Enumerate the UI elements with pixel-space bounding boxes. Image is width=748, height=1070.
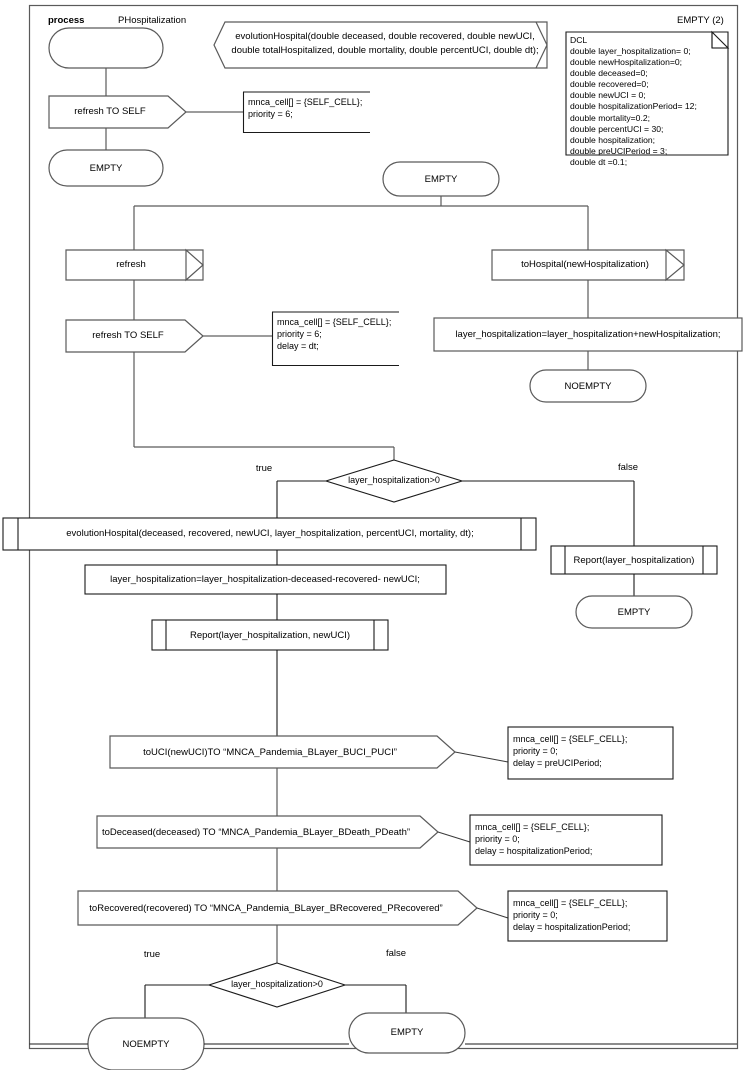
branch-label-mid-true: true	[255, 463, 273, 474]
state-empty-start-shape	[48, 149, 164, 187]
signal-refresh-to-self-mid-label: refresh TO SELF	[92, 330, 164, 341]
signal-refresh-input-shape	[65, 249, 204, 281]
state-noempty-hospital-label: NOEMPTY	[564, 381, 612, 392]
state-noempty-bottom-label: NOEMPTY	[122, 1039, 170, 1050]
task-subtract-shape	[84, 564, 447, 595]
note-mid-shape	[271, 311, 399, 367]
procedure-signature-shape	[213, 21, 548, 69]
state-empty-main-label: EMPTY	[424, 174, 458, 185]
frame-label-process: process	[48, 15, 85, 26]
branch-label-bottom-false: false	[385, 948, 407, 959]
signal-refresh-to-self-top-shape	[48, 95, 187, 129]
decision-bottom-label: layer_hospitalization>0	[231, 979, 323, 989]
note-deceased-text: mnca_cell[] = {SELF_CELL}; priority = 0;…	[475, 822, 593, 856]
top-right-state-label: EMPTY (2)	[677, 15, 724, 26]
signal-refresh-input-notch	[185, 248, 204, 282]
signal-to-uci-shape	[109, 735, 456, 769]
note-uci-text: mnca_cell[] = {SELF_CELL}; priority = 0;…	[513, 734, 628, 768]
note-uci-shape	[507, 726, 674, 780]
task-add-hospitalization-label: layer_hospitalization=layer_hospitalizat…	[455, 329, 721, 340]
procedure-report-one-shape	[550, 545, 718, 575]
signal-to-hospital-notch	[665, 248, 685, 282]
note-top-text: mnca_cell[] = {SELF_CELL}; priority = 6;	[248, 97, 363, 119]
note-top-shape	[242, 91, 370, 134]
signal-refresh-input-label: refresh	[116, 259, 146, 270]
decision-mid-shape	[324, 459, 464, 503]
task-add-hospitalization-shape	[433, 317, 743, 352]
signal-to-hospital-shape	[491, 249, 685, 281]
state-empty-bottom-shape	[348, 1012, 466, 1054]
procedure-report-two-shape	[151, 619, 389, 651]
note-recovered-text: mnca_cell[] = {SELF_CELL}; priority = 0;…	[513, 898, 631, 932]
branch-label-mid-false: false	[617, 462, 639, 473]
note-recovered-shape	[507, 890, 668, 942]
decision-mid-label: layer_hospitalization>0	[348, 475, 440, 485]
state-start-shape	[48, 27, 164, 69]
branch-label-bottom-true: true	[143, 949, 161, 960]
signal-to-recovered-label: toRecovered(recovered) TO “MNCA_Pandemia…	[89, 903, 443, 914]
procedure-report-two-label: Report(layer_hospitalization, newUCI)	[190, 630, 350, 641]
procedure-signature-line1: evolutionHospital(double deceased, doubl…	[235, 31, 535, 42]
state-noempty-hospital-shape	[529, 369, 647, 403]
signal-refresh-to-self-top-label: refresh TO SELF	[74, 106, 146, 117]
declaration-title: DCL	[570, 35, 588, 45]
note-deceased-shape	[469, 814, 663, 866]
note-mid-text: mnca_cell[] = {SELF_CELL}; priority = 6;…	[277, 317, 392, 351]
procedure-evolution-call-label: evolutionHospital(deceased, recovered, n…	[66, 528, 474, 539]
state-empty-start-label: EMPTY	[89, 163, 123, 174]
procedure-report-one-label: Report(layer_hospitalization)	[573, 555, 695, 566]
signal-to-recovered-shape	[77, 890, 478, 926]
state-empty-bottom-label: EMPTY	[390, 1027, 424, 1038]
signal-to-hospital-label: toHospital(newHospitalization)	[521, 259, 649, 270]
state-empty-report-shape	[575, 595, 693, 629]
signal-to-deceased-label: toDeceased(deceased) TO “MNCA_Pandemia_B…	[101, 827, 411, 838]
procedure-evolution-call-shape	[2, 517, 537, 551]
task-subtract-label: layer_hospitalization=layer_hospitalizat…	[110, 574, 420, 585]
decision-bottom-shape	[207, 962, 347, 1008]
signal-to-deceased-shape	[96, 815, 439, 849]
state-empty-report-label: EMPTY	[617, 607, 651, 618]
signal-refresh-to-self-mid-shape	[65, 319, 204, 353]
declaration-lines: double layer_hospitalization= 0; double …	[570, 46, 697, 167]
frame-label-title: PHospitalization	[118, 15, 187, 26]
declaration-block-shape	[565, 30, 730, 156]
procedure-signature-line2: double totalHospitalized, double mortali…	[231, 45, 539, 56]
signal-to-uci-label: toUCI(newUCI)TO “MNCA_Pandemia_BLayer_BU…	[143, 747, 397, 758]
